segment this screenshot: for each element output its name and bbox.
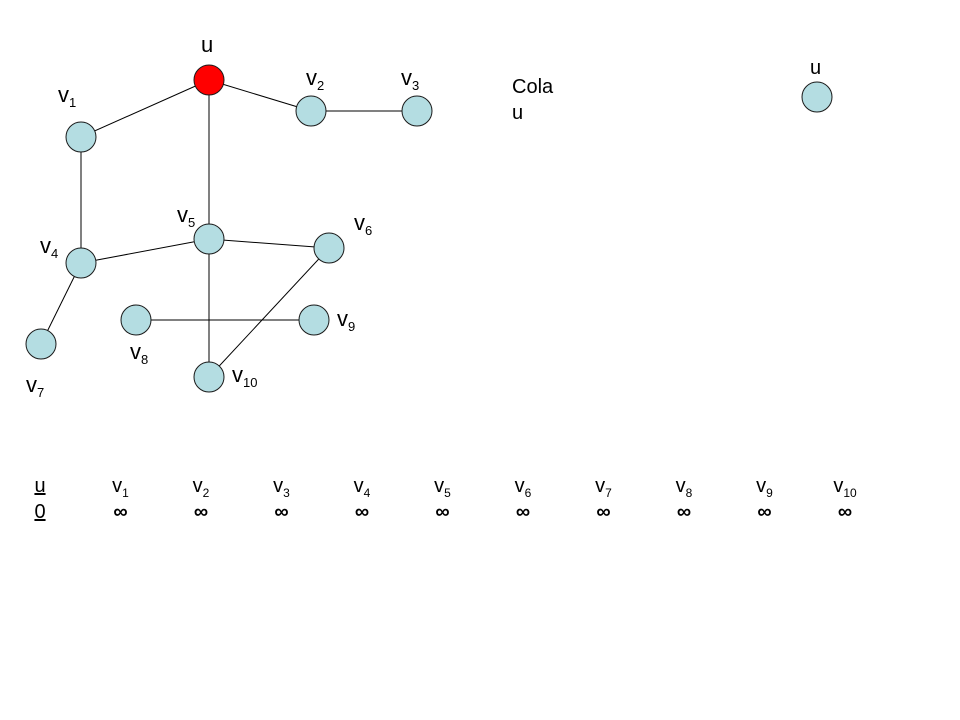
distance-entry: v5∞ <box>418 476 468 522</box>
distance-vertex-label: v1 <box>112 475 129 500</box>
distance-entry: v7∞ <box>579 476 629 522</box>
distance-vertex-label: v7 <box>595 475 612 500</box>
distance-vertex-label: v4 <box>353 475 371 500</box>
node-label-v9: v9 <box>337 306 356 334</box>
distance-value: ∞ <box>837 501 853 523</box>
distance-entry: v2∞ <box>176 476 226 522</box>
distance-value: ∞ <box>354 501 370 523</box>
distance-vertex-label: u <box>34 475 46 497</box>
queue-title: Cola <box>512 76 554 98</box>
distance-value: ∞ <box>596 501 611 523</box>
edge-v4-v5 <box>80 238 210 264</box>
distance-vertex-label: v8 <box>675 475 693 500</box>
distance-entry: v3∞ <box>257 476 307 522</box>
distance-vertex-label: v10 <box>833 475 857 500</box>
distance-value: ∞ <box>515 501 531 523</box>
edge-u-v2 <box>208 79 312 112</box>
distance-value: ∞ <box>676 501 692 523</box>
edge-u-v1 <box>80 79 210 138</box>
distance-entry: v10∞ <box>820 476 870 522</box>
node-v5 <box>193 223 225 255</box>
queue-front-node <box>801 81 833 113</box>
node-label-u: u <box>201 32 214 57</box>
node-v2 <box>295 95 327 127</box>
queue-item: u <box>512 102 524 124</box>
node-u <box>193 64 225 96</box>
node-label-v4: v4 <box>40 233 59 261</box>
distance-value: ∞ <box>274 501 289 523</box>
distance-vertex-label: v5 <box>434 475 451 500</box>
node-label-v6: v6 <box>354 210 373 238</box>
node-v8 <box>120 304 152 336</box>
node-label-v10: v10 <box>232 362 258 390</box>
distance-value: 0 <box>34 501 46 523</box>
nodes-layer <box>25 64 833 393</box>
edge-v6-v10 <box>208 247 330 378</box>
node-v1 <box>65 121 97 153</box>
distance-entry: v6∞ <box>498 476 548 522</box>
node-label-v1: v1 <box>58 82 77 110</box>
distance-entry: v8∞ <box>659 476 709 522</box>
queue-front-node-label: u <box>810 57 822 79</box>
distance-vertex-label: v6 <box>514 475 532 500</box>
node-label-v8: v8 <box>130 339 149 367</box>
distance-vertex-label: v2 <box>192 475 210 500</box>
distance-entry: v4∞ <box>337 476 387 522</box>
distance-vertex-label: v9 <box>756 475 773 500</box>
edge-v5-v6 <box>208 238 330 249</box>
node-label-v3: v3 <box>401 65 420 93</box>
distance-value: ∞ <box>193 501 209 523</box>
node-v9 <box>298 304 330 336</box>
node-label-v5: v5 <box>177 202 196 230</box>
queue-items: u <box>512 100 553 126</box>
node-v4 <box>65 247 97 279</box>
node-label-v7: v7 <box>26 372 45 400</box>
node-label-v2: v2 <box>306 65 325 93</box>
node-v7 <box>25 328 57 360</box>
node-v3 <box>401 95 433 127</box>
node-v6 <box>313 232 345 264</box>
distance-value: ∞ <box>113 501 128 523</box>
distance-value: ∞ <box>435 501 450 523</box>
distance-entry: v1∞ <box>96 476 146 522</box>
node-v10 <box>193 361 225 393</box>
distance-value: ∞ <box>757 501 772 523</box>
distance-entry: v9∞ <box>740 476 790 522</box>
queue-box: Cola u <box>512 74 553 126</box>
distance-vertex-label: v3 <box>273 475 290 500</box>
